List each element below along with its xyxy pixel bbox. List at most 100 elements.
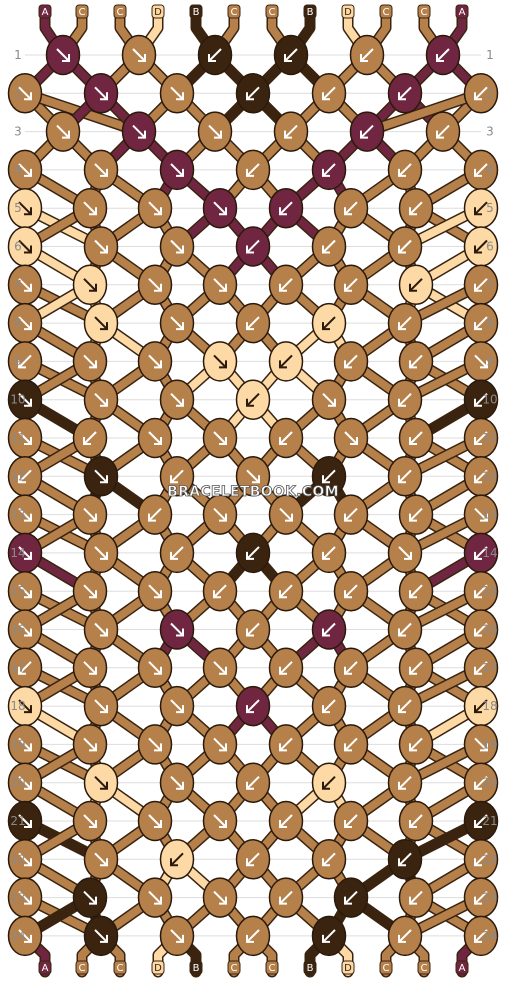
- knot-grid: [7, 34, 499, 957]
- knot: [7, 685, 43, 727]
- arrow-down-right-icon: [18, 737, 32, 752]
- row-number-left: 18: [10, 699, 25, 713]
- knot: [311, 762, 347, 803]
- arrow-down-left-icon: [246, 163, 260, 177]
- arrow-head: [154, 207, 162, 216]
- string-letter-top: D: [154, 7, 162, 18]
- arrow-head: [322, 168, 330, 177]
- arrow-head: [24, 513, 32, 522]
- knot: [159, 762, 195, 803]
- arrow-head: [100, 245, 108, 254]
- arrow-down-right-icon: [18, 86, 32, 101]
- arrow-head: [279, 820, 287, 828]
- arrow-head: [154, 360, 162, 369]
- arrow-down-left-icon: [322, 622, 336, 637]
- arrow-head: [350, 437, 358, 445]
- arrow-head: [285, 513, 293, 522]
- knot: [202, 341, 238, 382]
- arrow-down-left-icon: [436, 48, 450, 62]
- knot: [311, 456, 347, 497]
- string-letter-top: A: [42, 7, 49, 18]
- knot: [463, 647, 499, 689]
- arrow-down-left-icon: [474, 699, 488, 713]
- arrow-down-left-icon: [322, 546, 336, 560]
- knot: [273, 34, 309, 76]
- knot: [7, 647, 43, 689]
- arrow-head: [89, 513, 97, 522]
- arrow-down-right-icon: [213, 354, 227, 369]
- knot: [72, 341, 108, 382]
- arrow-head: [344, 666, 352, 675]
- knot: [202, 647, 238, 689]
- arrow-down-right-icon: [18, 278, 32, 292]
- arrow-down-left-icon: [474, 814, 488, 828]
- arrow-head: [252, 475, 260, 484]
- arrow-head: [279, 590, 287, 599]
- string-letter-top: C: [269, 7, 276, 18]
- knot: [235, 73, 271, 114]
- string-tag-top: [303, 4, 317, 19]
- string-tag-bottom: [303, 960, 317, 975]
- arrow-down-left-icon: [398, 929, 412, 943]
- knot: [83, 149, 119, 191]
- arrow-down-left-icon: [246, 316, 260, 330]
- arrow-head: [176, 781, 184, 790]
- arrow-down-left-icon: [344, 737, 358, 752]
- arrow-down-left-icon: [322, 316, 336, 330]
- arrow-head: [279, 666, 287, 675]
- row-number-left: 10: [10, 393, 25, 407]
- arrow-head: [154, 666, 162, 675]
- arrow-head: [208, 54, 216, 62]
- arrow-head: [398, 858, 406, 867]
- arrow-down-right-icon: [94, 775, 108, 790]
- arrow-down-left-icon: [360, 48, 374, 62]
- row-number-left: 12: [10, 469, 25, 483]
- knot: [83, 762, 119, 803]
- arrow-head: [409, 896, 417, 905]
- arrow-down-right-icon: [398, 546, 412, 560]
- arrow-head: [24, 820, 32, 828]
- arrow-head: [154, 283, 162, 292]
- row-number-right: 11: [482, 431, 497, 445]
- arrow-head: [246, 245, 254, 254]
- arrow-head: [100, 705, 108, 714]
- arrow-head: [344, 513, 352, 522]
- row-number-left: 2: [14, 86, 22, 100]
- arrow-head: [279, 437, 287, 445]
- arrow-down-left-icon: [344, 814, 358, 828]
- arrow-head: [398, 245, 406, 254]
- knot: [7, 570, 43, 612]
- arrow-head: [100, 398, 108, 407]
- knot: [463, 877, 499, 918]
- knot: [83, 532, 119, 574]
- arrow-head: [100, 551, 108, 560]
- arrow-head: [89, 360, 97, 369]
- arrow-down-left-icon: [246, 546, 260, 560]
- row-number-left: 15: [10, 584, 25, 598]
- arrow-down-left-icon: [344, 584, 358, 598]
- arrow-down-left-icon: [279, 201, 293, 215]
- arrow-head: [398, 781, 406, 790]
- arrow-down-left-icon: [322, 163, 336, 177]
- arrow-down-right-icon: [56, 48, 70, 62]
- knot: [159, 456, 195, 497]
- row-number-left: 20: [10, 776, 25, 790]
- arrow-head: [474, 283, 482, 292]
- arrow-down-right-icon: [94, 469, 108, 484]
- arrow-down-right-icon: [170, 699, 184, 713]
- thread-segment: [363, 89, 485, 136]
- arrow-head: [89, 820, 97, 828]
- arrow-head: [246, 551, 254, 560]
- knot: [311, 379, 347, 420]
- knot: [83, 456, 119, 497]
- knot: [398, 341, 434, 382]
- arrow-down-right-icon: [83, 814, 97, 828]
- knot: [333, 724, 369, 765]
- arrow-down-right-icon: [148, 661, 162, 675]
- arrow-head: [344, 743, 352, 752]
- arrow-down-left-icon: [409, 431, 423, 445]
- arrow-down-right-icon: [94, 852, 108, 867]
- arrow-down-left-icon: [344, 661, 358, 675]
- knot: [235, 915, 271, 957]
